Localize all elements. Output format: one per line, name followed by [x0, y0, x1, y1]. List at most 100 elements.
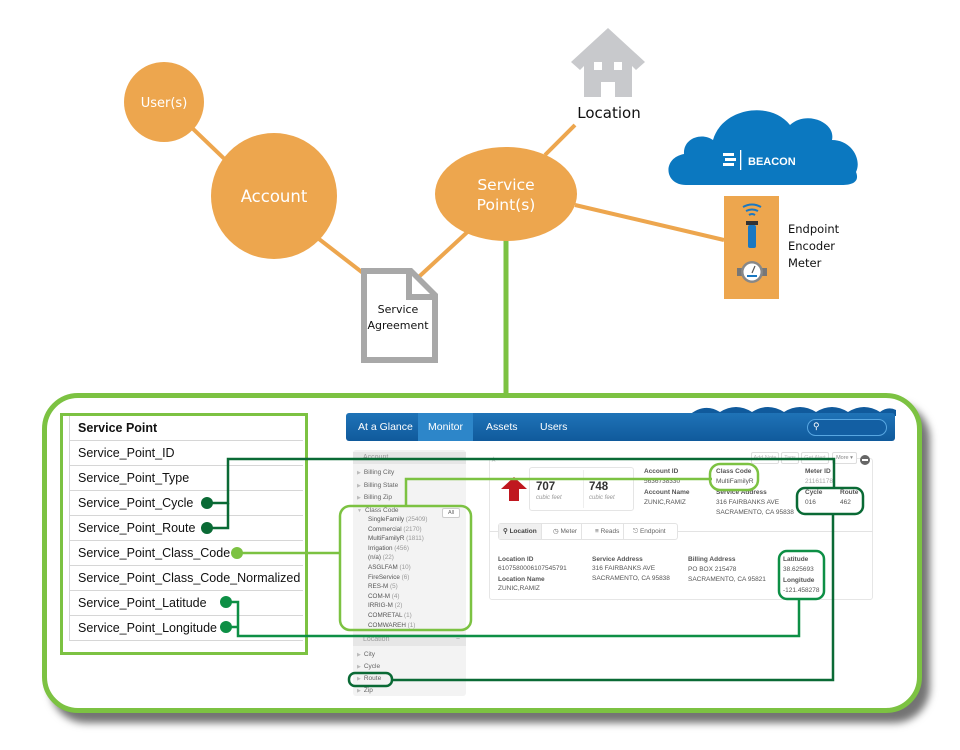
class-code-count: (4) [391, 592, 400, 600]
location-pin-icon: ⚲ [503, 528, 510, 535]
class-code-option[interactable]: Irrigation (456) [368, 545, 409, 552]
sidebar-item-billing-state[interactable]: ▶Billing State [357, 482, 399, 489]
class-code-name: Commercial [368, 525, 402, 533]
class-code-option[interactable]: ASGLFAM (10) [368, 564, 411, 571]
sidebar-item-city[interactable]: ▶City [357, 651, 376, 658]
class-code-option[interactable]: MultiFamilyR (1811) [368, 535, 424, 542]
cycle-value: 016 [805, 499, 816, 506]
class-code-count: (6) [401, 573, 410, 581]
subtab-meter[interactable]: ◷ Meter [549, 524, 583, 539]
field-service-point-cycle: Service_Point_Cycle [69, 491, 303, 516]
sidebar-item-zip[interactable]: ▶Zip [357, 687, 373, 694]
longitude-label: Longitude [783, 577, 815, 584]
account-id-label: Account ID [644, 468, 679, 475]
class-code-name: ASGLFAM [368, 564, 398, 571]
service-agreement-label-1: Service [378, 303, 419, 316]
class-code-name: COMRETAL [368, 612, 403, 619]
account-name-value: ZUNIC,RAMIZ [644, 499, 686, 506]
tags-button[interactable]: Tags [781, 452, 799, 464]
location-id-label: Location ID [498, 556, 534, 563]
location-id-value: 6107580006107545791 [498, 565, 567, 572]
endpoint-label: Endpoint [788, 222, 840, 236]
add-note-button[interactable]: Add Note [751, 452, 779, 464]
class-code-name: (n/a) [368, 554, 381, 562]
class-code-count: (456) [394, 544, 409, 552]
edge-servicepoint-location [543, 123, 577, 157]
tab-assets[interactable]: Assets [486, 421, 518, 433]
service-point-field-table: Service Point Service_Point_ID Service_P… [69, 416, 303, 641]
meter-id-value: 21161178 [805, 478, 833, 485]
class-code-name: COM-M [368, 592, 391, 600]
search-input[interactable]: ⚲ [807, 419, 887, 436]
node-users: User(s) [124, 62, 204, 142]
edge-servicepoint-endpoint [574, 203, 725, 242]
encoder-label: Encoder [788, 239, 835, 253]
meter-label: Meter [788, 256, 822, 270]
read-unit-2: cubic feet [589, 495, 615, 501]
class-code-name: IRRIG-M [368, 602, 393, 610]
class-code-option[interactable]: COM-M (4) [368, 593, 400, 600]
sidebar-location-header[interactable]: Location− [353, 634, 466, 646]
class-code-count: (2) [394, 602, 403, 610]
node-account-label: Account [241, 187, 308, 206]
sidebar-account-header: Account [353, 452, 466, 464]
sidebar-item-cycle[interactable]: ▶Cycle [357, 663, 381, 670]
star-icon[interactable]: ★ [490, 455, 498, 464]
reads-divider [583, 470, 584, 508]
billing-address-label: Billing Address [688, 556, 736, 563]
beacon-cloud-icon: BEACON [668, 110, 858, 185]
class-code-count: (5) [390, 583, 398, 591]
node-account: Account [211, 133, 337, 259]
latitude-value: 38.625693 [783, 566, 814, 573]
field-service-point-class-code-normalized: Service_Point_Class_Code_Normalized [69, 566, 303, 591]
loc-service-address-line2: SACRAMENTO, CA 95838 [592, 575, 670, 582]
tab-users[interactable]: Users [540, 421, 568, 433]
document-icon: Service Agreement [361, 268, 438, 363]
sidebar-item-billing-zip[interactable]: ▶Billing Zip [357, 494, 393, 501]
tab-at-a-glance[interactable]: At a Glance [358, 421, 413, 433]
latitude-label: Latitude [783, 556, 809, 563]
class-code-option[interactable]: Commercial (2170) [368, 526, 422, 533]
node-service-point: Service Point(s) [435, 147, 577, 241]
class-code-all-button[interactable]: All [442, 508, 460, 518]
endpoint-icon: ⎋ [633, 528, 640, 535]
collapse-icon[interactable]: − [455, 636, 460, 643]
sidebar-item-route[interactable]: ▶Route [357, 675, 382, 682]
field-service-point-latitude: Service_Point_Latitude [69, 591, 303, 616]
subtab-location[interactable]: ⚲ Location [499, 524, 542, 539]
class-code-option[interactable]: COMRETAL (1) [368, 612, 412, 619]
node-service-point-label-1: Service [477, 176, 534, 194]
class-code-value: MultiFamilyR [716, 478, 754, 485]
class-code-option[interactable]: (n/a) (22) [368, 554, 394, 561]
class-code-name: COMWAREH [368, 621, 406, 629]
class-code-option[interactable]: COMWAREH (1) [368, 622, 415, 629]
read-value-1: 707 [536, 481, 556, 493]
field-service-point-class-code: Service_Point_Class_Code [69, 541, 303, 566]
class-code-count: (2170) [403, 525, 422, 533]
class-code-option[interactable]: FireService (6) [368, 574, 409, 581]
class-code-option[interactable]: SingleFamily (25409) [368, 516, 428, 523]
beacon-logo-text: BEACON [748, 156, 796, 168]
get-alert-button[interactable]: Get Alert [801, 452, 829, 464]
remove-icon[interactable] [860, 455, 870, 465]
billing-address-line2: SACRAMENTO, CA 95821 [688, 576, 766, 583]
subtab-endpoint[interactable]: ⎋ Endpoint [633, 528, 666, 535]
service-agreement-label-2: Agreement [367, 319, 429, 332]
class-code-count: (1) [407, 621, 416, 629]
subtab-reads[interactable]: ≡ Reads [591, 524, 625, 539]
location-label: Location [577, 104, 640, 122]
search-icon: ⚲ [813, 421, 820, 431]
loc-service-address-label: Service Address [592, 556, 643, 563]
class-code-option[interactable]: IRRIG-M (2) [368, 602, 402, 609]
trend-up-arrow-icon [501, 477, 527, 501]
class-code-option[interactable]: RES-M (5) [368, 583, 398, 590]
billing-address-line1: PO BOX 215478 [688, 566, 737, 573]
field-service-point-longitude: Service_Point_Longitude [69, 616, 303, 641]
field-service-point-route: Service_Point_Route [69, 516, 303, 541]
sidebar-item-class-code[interactable]: ▼Class Code [357, 507, 399, 514]
field-table-border [60, 413, 308, 655]
tab-monitor[interactable]: Monitor [418, 413, 474, 441]
more-button[interactable]: More ▾ [832, 452, 857, 464]
class-code-count: (1) [404, 612, 412, 619]
sidebar-item-billing-city[interactable]: ▶Billing City [357, 469, 395, 476]
